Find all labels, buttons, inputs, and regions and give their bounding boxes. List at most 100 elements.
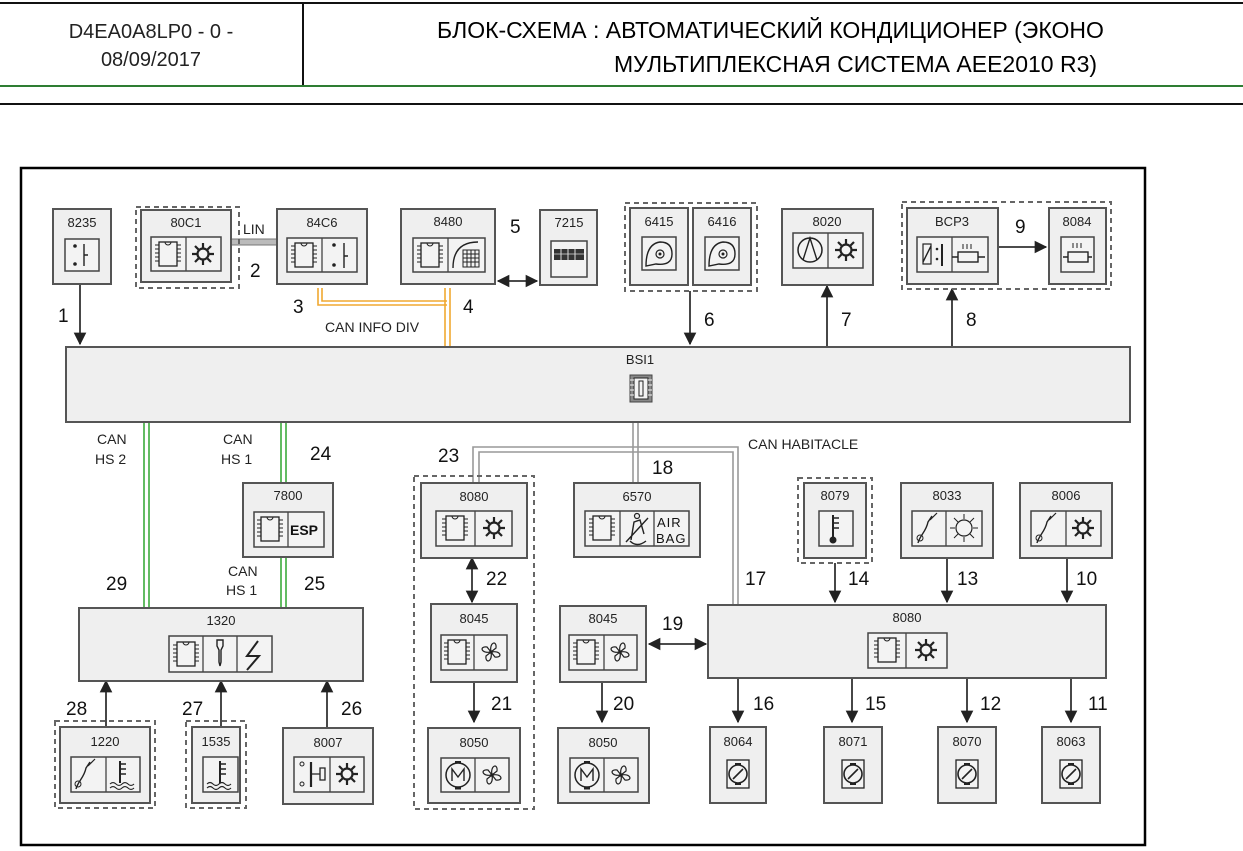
- group-outline-8080-8045-8050: [413, 475, 535, 810]
- component-1535[interactable]: 1535: [191, 726, 241, 804]
- component-code: 6416: [708, 214, 737, 229]
- relay-heater-icon: [916, 236, 989, 273]
- blower-icon: [641, 236, 677, 271]
- component-8064[interactable]: 8064: [709, 726, 767, 804]
- can-habitacle-label: CAN HABITACLE: [748, 436, 858, 452]
- component-8050-primary[interactable]: 8050: [557, 727, 650, 804]
- component-8063[interactable]: 8063: [1041, 726, 1101, 804]
- link-number-1: 1: [58, 306, 69, 327]
- ecu-snowflake-icon: [150, 236, 222, 272]
- link-number-14: 14: [848, 569, 870, 590]
- engine-ecu-icon: [168, 635, 273, 673]
- component-7800[interactable]: 7800 ESP: [242, 482, 334, 558]
- link-number-12: 12: [980, 694, 1001, 715]
- component-8020[interactable]: 8020: [781, 208, 874, 286]
- link-number-18: 18: [652, 458, 673, 479]
- component-6416[interactable]: 6416: [692, 207, 752, 286]
- component-code: 7800: [274, 488, 303, 503]
- link-number-13: 13: [957, 569, 978, 590]
- header-green-rule: [0, 85, 1243, 87]
- link-number-2: 2: [250, 261, 261, 282]
- component-8033[interactable]: 8033: [900, 482, 994, 559]
- component-8079[interactable]: 8079: [803, 482, 867, 559]
- group-outline-6415-6416: [624, 202, 758, 292]
- component-8480[interactable]: 8480: [400, 208, 496, 285]
- doc-ref-date: 08/09/2017: [100, 49, 202, 71]
- component-code: 8020: [813, 214, 842, 229]
- component-84c6[interactable]: 84C6: [276, 208, 368, 285]
- motor-fan-icon: [569, 757, 639, 793]
- component-8080-secondary[interactable]: 8080: [420, 482, 528, 559]
- component-code: 8045: [460, 611, 489, 626]
- component-8235[interactable]: 8235: [52, 208, 112, 285]
- component-code: 8070: [953, 734, 982, 749]
- signal-arrows: [73, 240, 1078, 727]
- link-number-16: 16: [753, 694, 774, 715]
- esp-icon: ESP: [253, 511, 325, 548]
- link-number-3: 3: [293, 297, 304, 318]
- component-6415[interactable]: 6415: [629, 207, 689, 286]
- component-8050-secondary[interactable]: 8050: [427, 727, 521, 804]
- component-code: 8080: [893, 610, 922, 625]
- link-number-19: 19: [662, 614, 683, 635]
- link-number-8: 8: [966, 310, 977, 331]
- doc-ref-code: D4EA0A8LP0 - 0 -: [68, 21, 234, 43]
- component-1220[interactable]: 1220: [59, 726, 151, 804]
- document-reference: D4EA0A8LP0 - 0 - 08/09/2017: [0, 18, 302, 74]
- can-hs2-label-b: HS 2: [95, 451, 126, 467]
- esp-text: ESP: [290, 522, 318, 538]
- sun-sensor-icon: [911, 510, 983, 547]
- heater-icon: [1060, 236, 1095, 273]
- flap-motor-icon: [1059, 759, 1083, 789]
- can-info-div-label: CAN INFO DIV: [325, 319, 420, 335]
- ecu-keypad-icon: [412, 237, 486, 273]
- can-habitacle-bus: CAN HABITACLE: [472, 422, 858, 604]
- can-hs1-lower-label-b: HS 1: [226, 582, 257, 598]
- can-hs1-label-b: HS 1: [221, 451, 252, 467]
- group-outline-1220: [54, 720, 156, 809]
- group-outline-8079: [797, 477, 873, 564]
- component-code: 8050: [589, 735, 618, 750]
- component-code: 8045: [589, 611, 618, 626]
- coolant-level-icon: [202, 756, 239, 793]
- component-8007[interactable]: 8007: [282, 727, 374, 805]
- component-code: 8033: [933, 488, 962, 503]
- header-divider: [302, 4, 304, 85]
- ecu-fan-icon: [568, 634, 638, 671]
- airbag-text-bag: BAG: [656, 531, 686, 546]
- fuse-box-icon: [629, 374, 653, 403]
- component-8071[interactable]: 8071: [823, 726, 883, 804]
- header-top-rule: [0, 2, 1243, 4]
- can-hs1-lower-label-a: CAN: [228, 563, 258, 579]
- ecu-snowflake-icon: [867, 632, 948, 669]
- component-8084[interactable]: 8084: [1048, 207, 1107, 285]
- component-6570[interactable]: 6570 AIR BAG: [573, 482, 701, 558]
- component-code: 1535: [202, 734, 231, 749]
- component-code: 7215: [555, 215, 584, 230]
- pressure-switch-icon: [293, 756, 365, 793]
- component-8070[interactable]: 8070: [937, 726, 997, 804]
- flap-motor-icon: [955, 759, 979, 789]
- component-code: BSI1: [626, 352, 654, 367]
- group-outline-1535: [185, 720, 247, 809]
- component-code: 8235: [68, 215, 97, 230]
- component-code: 8080: [460, 489, 489, 504]
- link-number-4: 4: [463, 297, 474, 318]
- component-7215[interactable]: 7215: [539, 209, 598, 286]
- can-hs1-label-a: CAN: [223, 431, 253, 447]
- component-8080-main[interactable]: 8080: [707, 604, 1107, 679]
- component-bsi1[interactable]: BSI1: [65, 346, 1131, 423]
- component-8006[interactable]: 8006: [1019, 482, 1113, 559]
- component-80c1[interactable]: 80C1: [140, 209, 232, 283]
- ecu-snowflake-icon: [435, 510, 513, 547]
- component-8045-primary[interactable]: 8045: [559, 605, 647, 683]
- component-bcp3[interactable]: BCP3: [906, 207, 999, 285]
- component-8045-secondary[interactable]: 8045: [430, 603, 518, 683]
- flap-motor-icon: [726, 759, 750, 789]
- flap-motor-icon: [841, 759, 865, 789]
- link-number-21: 21: [491, 694, 512, 715]
- component-code: 6570: [623, 489, 652, 504]
- component-1320[interactable]: 1320: [78, 607, 364, 682]
- link-number-6: 6: [704, 310, 715, 331]
- link-number-28: 28: [66, 699, 87, 720]
